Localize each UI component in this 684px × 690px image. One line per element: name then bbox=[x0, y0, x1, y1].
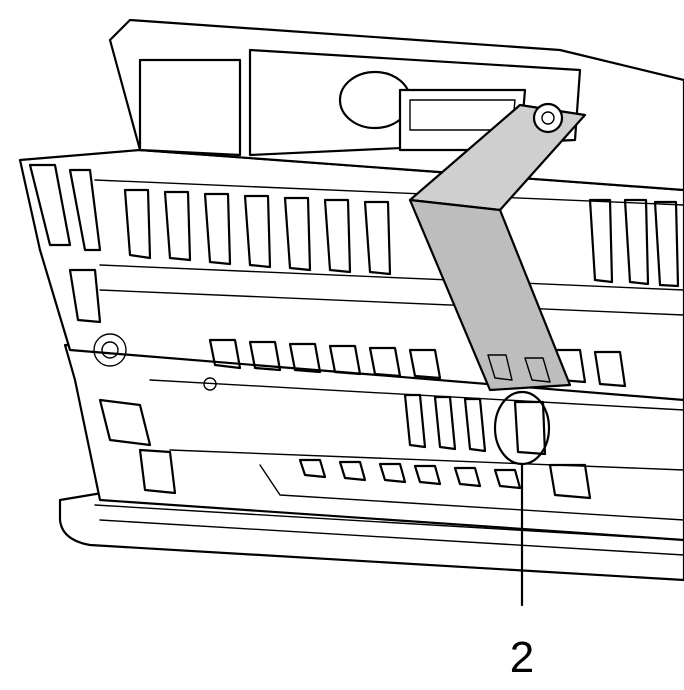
fastening-bracket bbox=[408, 102, 587, 392]
side-latches bbox=[28, 163, 217, 495]
bracket-screw bbox=[532, 102, 564, 134]
upper-vent-slots bbox=[123, 188, 680, 288]
lower-vent-slots bbox=[208, 338, 627, 500]
callout-2: 2 bbox=[493, 390, 551, 682]
callout-label: 2 bbox=[510, 633, 534, 682]
